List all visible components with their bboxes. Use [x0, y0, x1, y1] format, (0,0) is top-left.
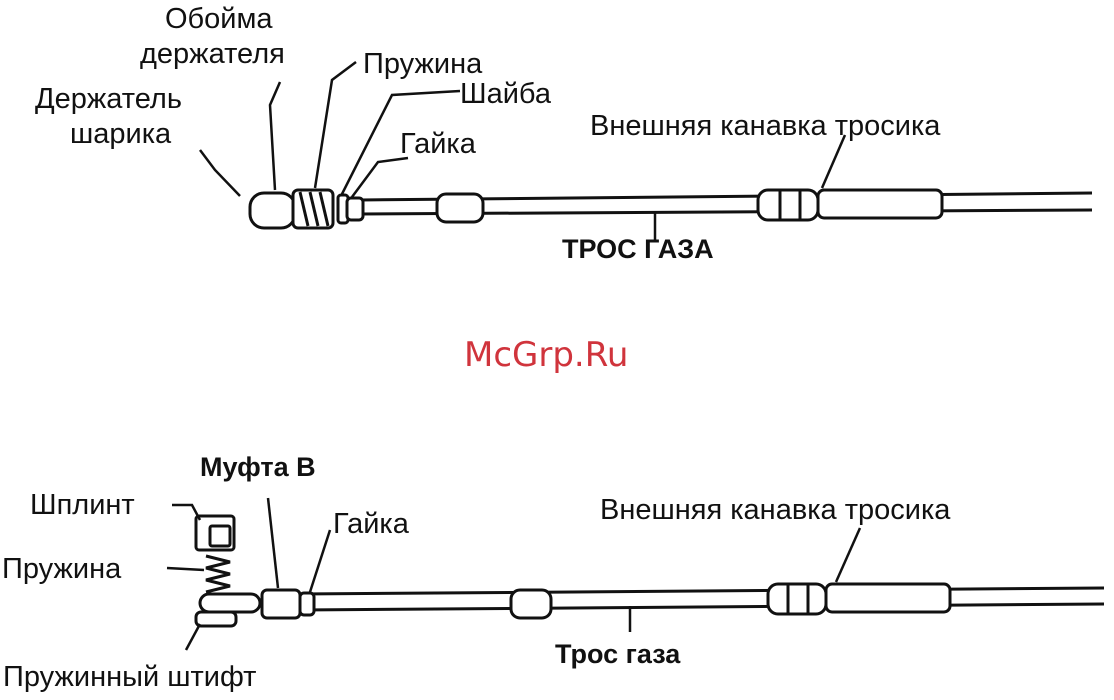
- label-ball-holder-1: Держатель: [35, 83, 182, 115]
- label-coupling-b: Муфта В: [200, 452, 316, 482]
- label-outer-groove-2: Внешняя канавка тросика: [600, 494, 951, 526]
- diagram-2: Муфта В Шплинт Пружина Гайка Внешняя кан…: [2, 452, 1104, 693]
- label-ball-holder-2: шарика: [70, 118, 172, 150]
- label-spring-2: Пружина: [2, 553, 122, 585]
- label-spring-pin: Пружинный штифт: [3, 661, 256, 693]
- label-spring-1: Пружина: [363, 48, 483, 80]
- outer-groove-part-2: [826, 584, 950, 612]
- label-nut-1: Гайка: [400, 128, 477, 160]
- label-cotter-pin: Шплинт: [30, 489, 135, 521]
- sleeve-part: [437, 194, 483, 222]
- coupling-part: [758, 190, 818, 220]
- ball-holder-part: [250, 193, 295, 228]
- spring-pin-part: [196, 612, 236, 626]
- watermark: McGrp.Ru: [464, 335, 628, 375]
- coupling-b-part: [262, 590, 300, 618]
- diagram-1: Обойма держателя Пружина Шайба Держатель…: [35, 3, 1092, 264]
- spring-part: [206, 556, 230, 592]
- sleeve-part-2: [511, 590, 551, 618]
- label-holder-cage-2: держателя: [140, 38, 285, 70]
- nut-part-2: [300, 593, 314, 615]
- label-holder-cage-1: Обойма: [165, 3, 273, 35]
- label-outer-groove-1: Внешняя канавка тросика: [590, 110, 941, 142]
- nut-part: [347, 198, 363, 220]
- label-throttle-cable-2: Трос газа: [555, 639, 681, 669]
- outer-groove-part: [818, 190, 942, 218]
- label-throttle-cable-1: ТРОС ГАЗА: [562, 234, 714, 264]
- label-washer-1: Шайба: [460, 78, 552, 110]
- label-nut-2: Гайка: [333, 508, 410, 540]
- fork-part: [200, 594, 260, 612]
- coupling-part-2: [768, 584, 826, 614]
